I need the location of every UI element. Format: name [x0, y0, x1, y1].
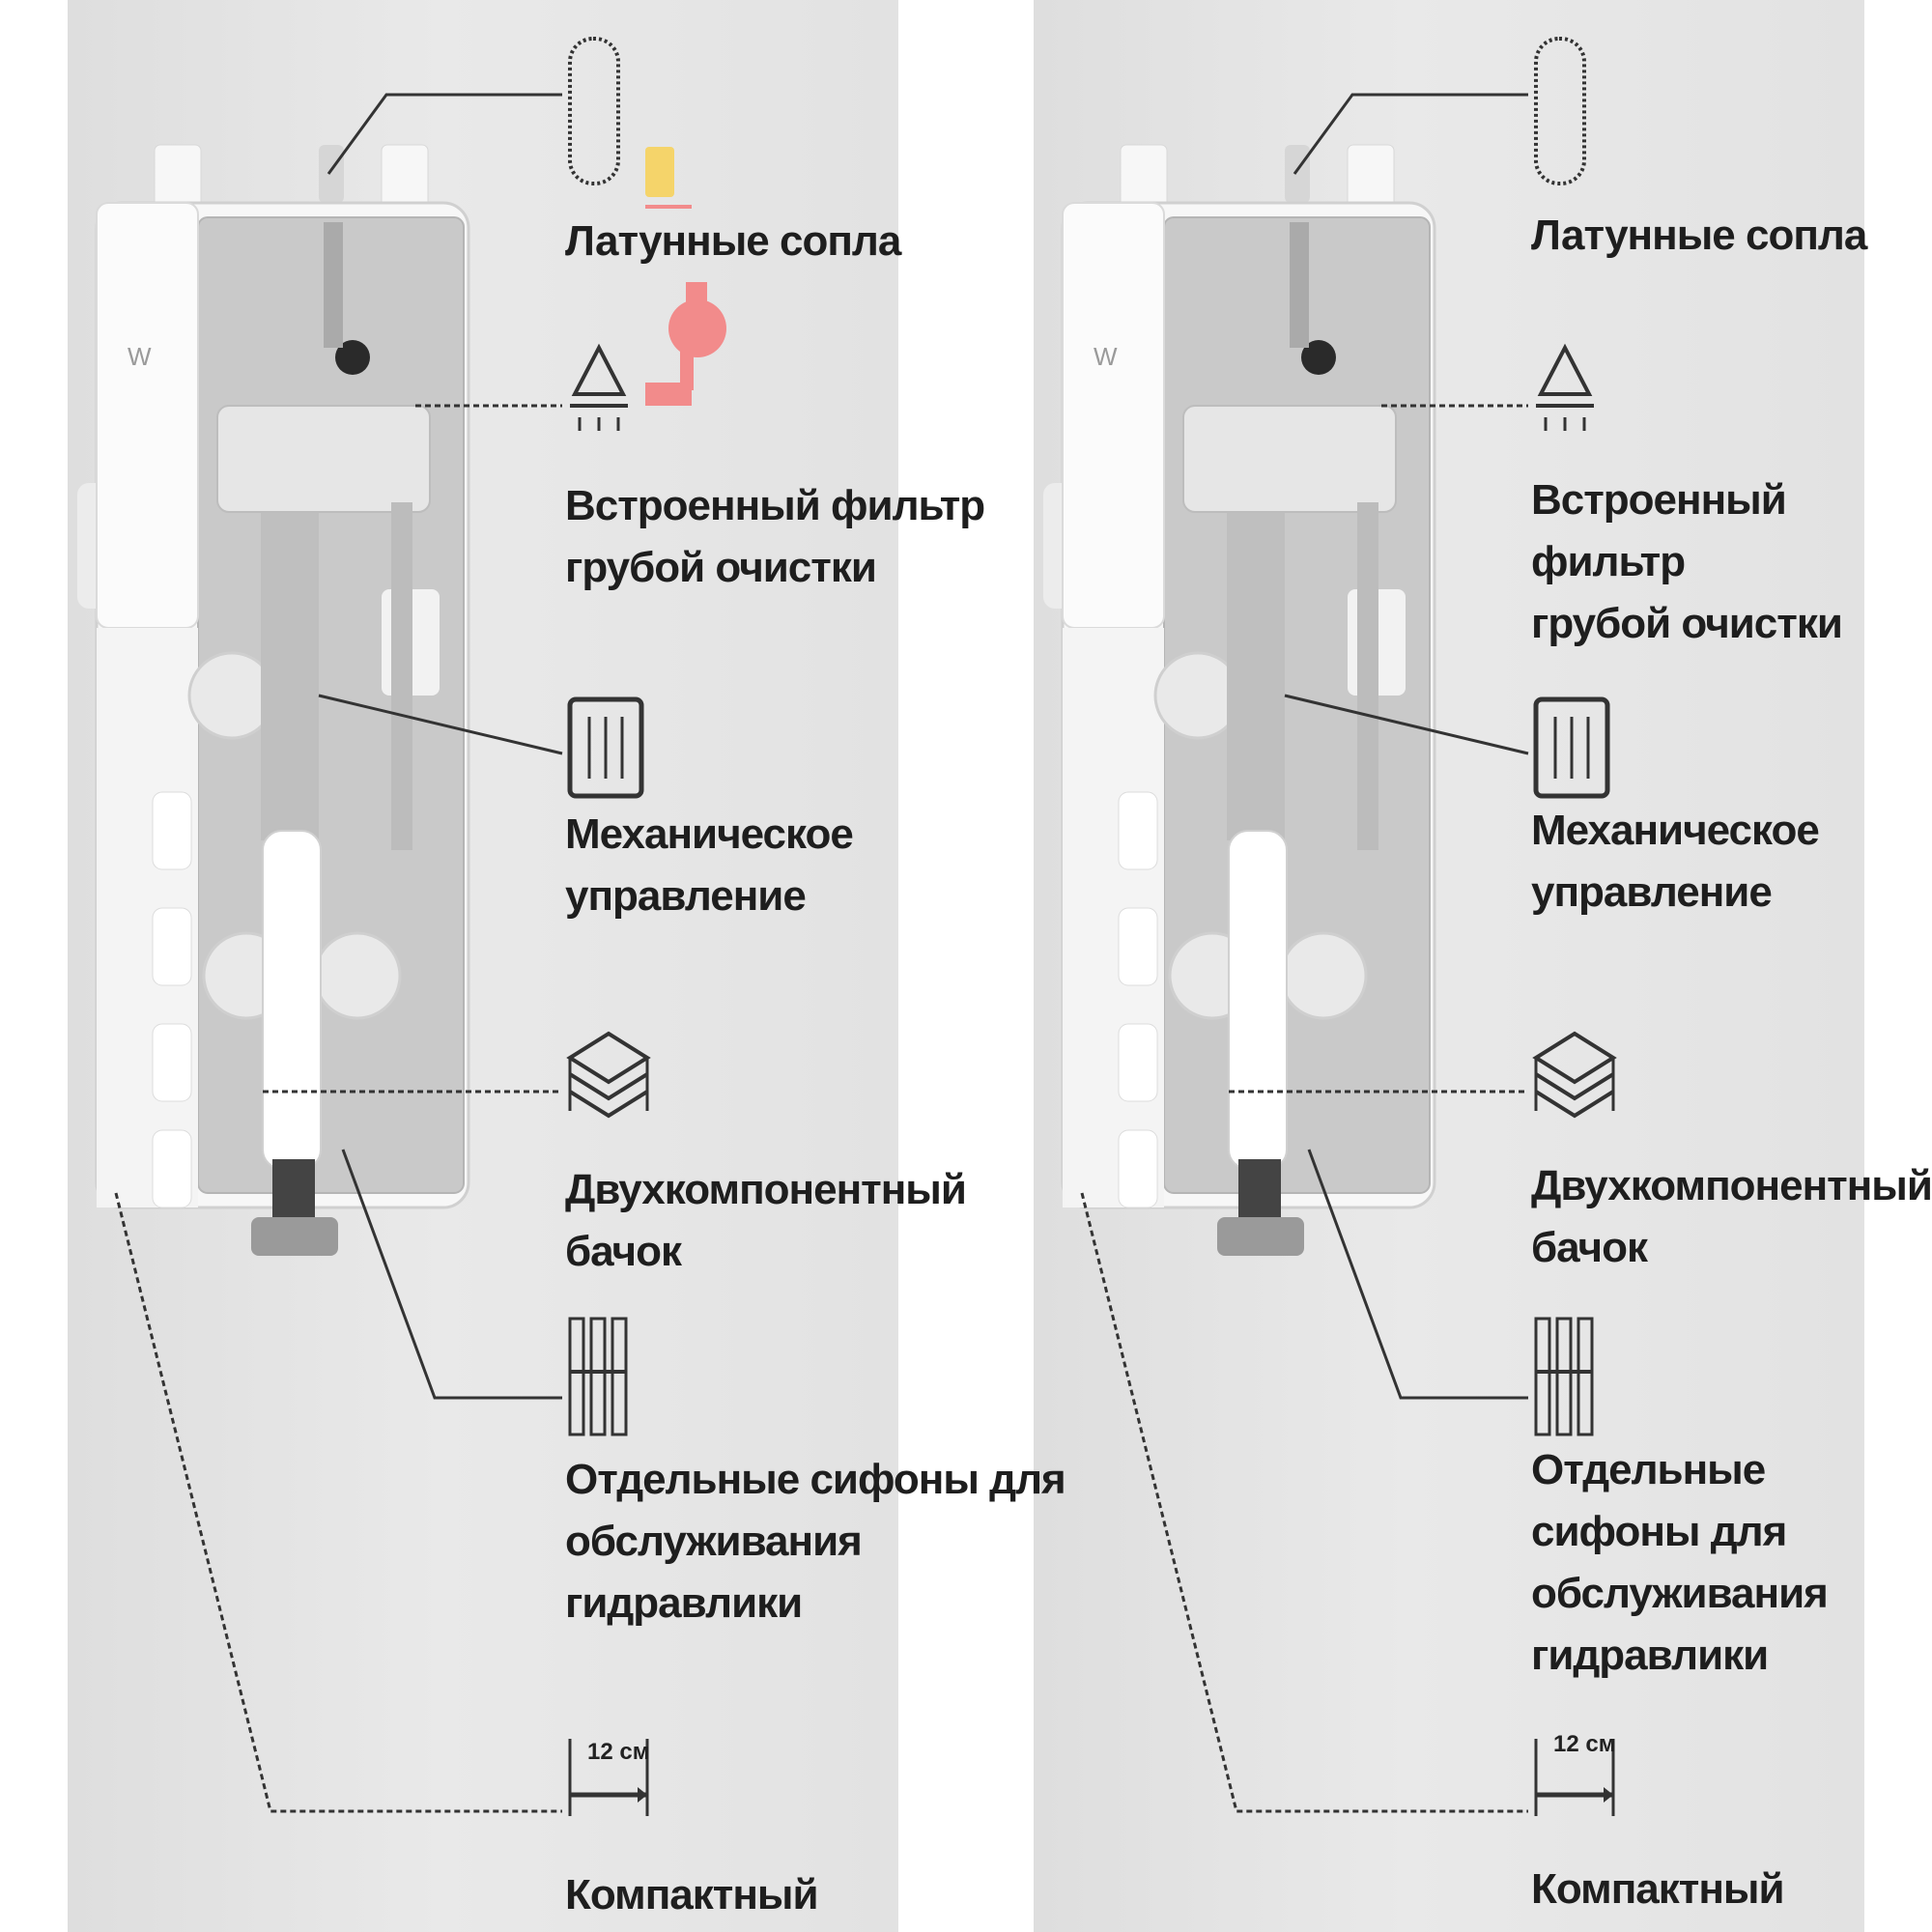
right-valve-block: [1182, 405, 1397, 513]
right-heater-element: [1228, 830, 1288, 1170]
right-callout-6-text: Компактный: [1531, 1865, 1785, 1913]
left-shower-head: [571, 343, 627, 396]
right-callout-5-text: Отдельные сифоны для обслуживания гидрав…: [1531, 1446, 1829, 1679]
left-unit-illustration: W: [77, 37, 726, 1816]
left-callout-2-text: Встроенный фильтр грубой очистки: [565, 482, 985, 591]
right-width-label: 12 см: [1553, 1731, 1616, 1757]
right-shower-drops: [1544, 417, 1586, 431]
right-leader-line-1: [1293, 93, 1528, 175]
right-width-icon: [1534, 1739, 1615, 1816]
left-layer-lower: [568, 1072, 649, 1119]
left-pressure-switch: [335, 340, 370, 375]
left-callout-3-text: Механическое управление: [565, 810, 854, 920]
right-side-button-4: [1118, 1129, 1158, 1208]
left-cylinder-icon: [568, 37, 620, 185]
right-plug-3: [1577, 1317, 1594, 1436]
left-callout-4-text: Двухкомпонентный бачок: [565, 1166, 967, 1275]
left-accent-red-circle: [668, 299, 726, 357]
right-width-arrowhead: [1604, 1787, 1613, 1803]
right-leader-line-5: [1307, 1149, 1528, 1400]
left-valve-block: [216, 405, 431, 513]
left-bottom-cap: [251, 1217, 338, 1256]
right-side-button-1: [1118, 791, 1158, 870]
left-plug-3: [611, 1317, 628, 1436]
left-callout-5-text: Отдельные сифоны для обслуживания гидрав…: [565, 1456, 1066, 1627]
left-callout-6-text: Компактный: [565, 1871, 819, 1918]
left-bottom-outlet: [272, 1159, 315, 1217]
right-callout-3-text: Механическое управление: [1531, 807, 1820, 916]
left-control-panel-icon: [567, 696, 644, 799]
left-right-pipe: [391, 502, 412, 850]
right-pressure-switch: [1301, 340, 1336, 375]
right-side-button-3: [1118, 1023, 1158, 1102]
left-side-button-1: [152, 791, 192, 870]
left-accent-red-neck: [680, 352, 694, 390]
left-left-module: [96, 202, 199, 629]
left-shower-icon: [570, 343, 628, 431]
right-pipe-upper: [1227, 502, 1285, 840]
left-layers-icon: [566, 1031, 651, 1119]
left-control-frame: [567, 696, 644, 799]
right-plug-1: [1534, 1317, 1551, 1436]
right-plug-2: [1555, 1317, 1573, 1436]
left-side-button-3: [152, 1023, 192, 1102]
left-layer-sides: [568, 1058, 649, 1111]
left-plugs-icon: [568, 1317, 628, 1436]
left-brand-mark: W: [128, 342, 152, 371]
right-knob-3: [1279, 931, 1368, 1020]
right-cylinder-icon: [1534, 37, 1586, 185]
right-shower-head: [1537, 343, 1593, 396]
left-leader-line-5: [341, 1149, 562, 1400]
left-width-icon: [568, 1739, 649, 1816]
left-plug-2: [589, 1317, 607, 1436]
right-layer-sides: [1534, 1058, 1615, 1111]
left-layer-top: [566, 1031, 651, 1085]
right-layers-icon: [1532, 1031, 1617, 1119]
right-leader-line-3: [1284, 694, 1529, 755]
right-layer-top: [1532, 1031, 1617, 1085]
left-accent-yellow-mark: [645, 147, 674, 197]
left-shower-drops: [578, 417, 620, 431]
left-leader-line-6: [114, 1192, 562, 1813]
left-side-button-2: [152, 907, 192, 986]
left-leader-line-1: [327, 93, 562, 175]
right-side-button-2: [1118, 907, 1158, 986]
right-unit-illustration: W: [1043, 37, 1617, 1816]
right-leader-line-6: [1080, 1192, 1528, 1813]
left-callout-1-text: Латунные сопла: [565, 217, 901, 265]
left-inlet-pipe: [324, 222, 343, 348]
left-top-nozzle: [319, 145, 344, 203]
left-plug-1: [568, 1317, 585, 1436]
right-brand-mark: W: [1094, 342, 1118, 371]
right-bottom-cap: [1217, 1217, 1304, 1256]
left-width-label: 12 см: [587, 1739, 650, 1765]
right-plugs-icon: [1534, 1317, 1594, 1436]
right-callout-4-text: Двухкомпонентный бачок: [1531, 1162, 1932, 1271]
right-control-frame: [1533, 696, 1610, 799]
right-layer-lower: [1534, 1072, 1615, 1119]
right-right-pipe: [1357, 502, 1378, 850]
right-callout-1-text: Латунные сопла: [1531, 212, 1867, 259]
left-heater-element: [262, 830, 322, 1170]
right-control-panel-icon: [1533, 696, 1610, 799]
right-top-nozzle: [1285, 145, 1310, 203]
left-side-button-4: [152, 1129, 192, 1208]
left-accent-red-bar: [645, 205, 692, 209]
left-knob-3: [313, 931, 402, 1020]
left-width-arrowhead: [638, 1787, 647, 1803]
right-callout-2-text: Встроенный фильтр грубой очистки: [1531, 476, 1843, 647]
left-leader-line-3: [318, 694, 563, 755]
right-bottom-outlet: [1238, 1159, 1281, 1217]
right-left-module: [1062, 202, 1165, 629]
left-accent-red-stem: [686, 282, 707, 315]
right-inlet-pipe: [1290, 222, 1309, 348]
right-shower-icon: [1536, 343, 1594, 431]
left-pipe-upper: [261, 502, 319, 840]
